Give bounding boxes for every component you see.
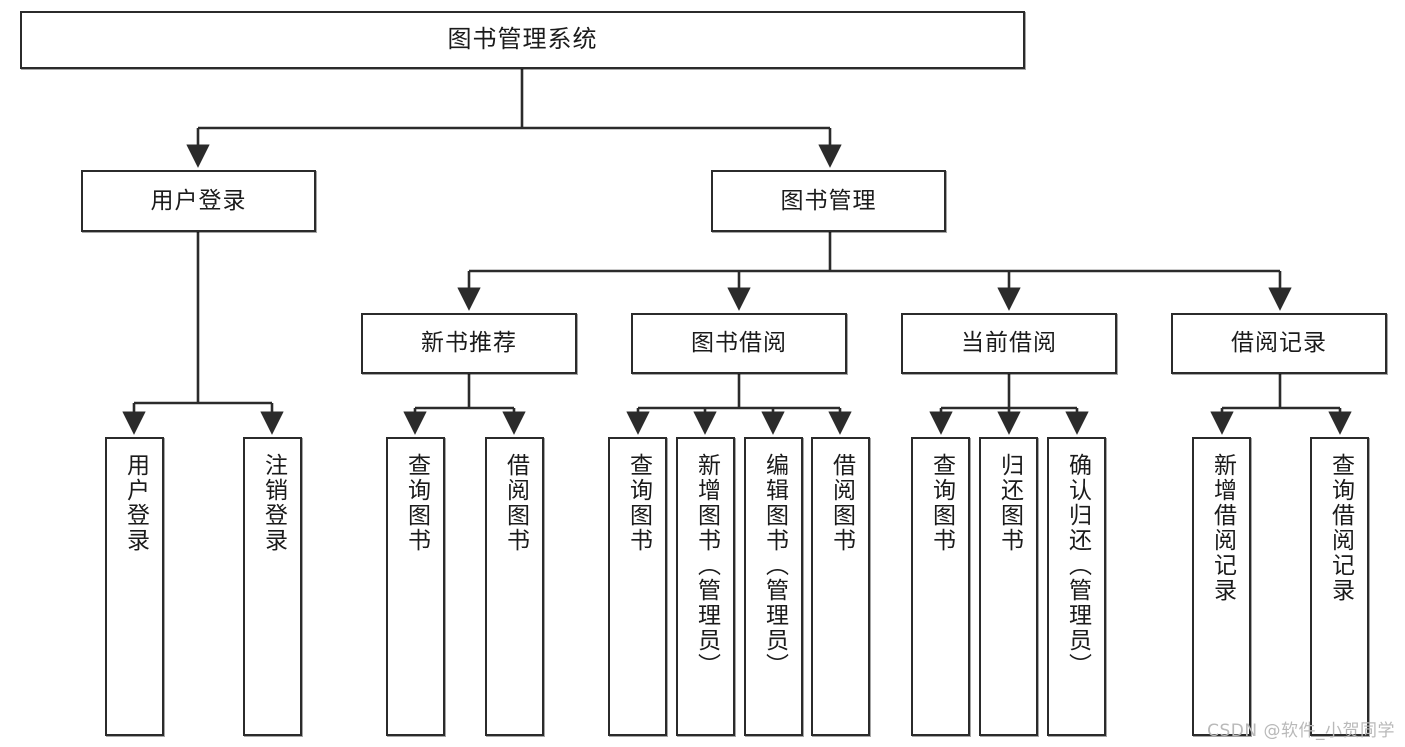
leaf-user-login-login[interactable]: 用户登录: [105, 437, 164, 736]
node-label: 查询图书: [403, 453, 430, 553]
node-label: 新增借阅记录: [1209, 453, 1236, 603]
leaf-borrow-borrow-book[interactable]: 借阅图书: [811, 437, 870, 736]
node-book-borrow[interactable]: 图书借阅: [631, 313, 847, 374]
node-label: 查询借阅记录: [1327, 453, 1354, 603]
node-label: 归还图书: [996, 453, 1023, 553]
leaf-new-book-query[interactable]: 查询图书: [386, 437, 445, 736]
node-user-login[interactable]: 用户登录: [81, 170, 316, 232]
leaf-record-add[interactable]: 新增借阅记录: [1192, 437, 1251, 736]
node-label: 借阅图书: [828, 453, 855, 553]
leaf-current-query-book[interactable]: 查询图书: [911, 437, 970, 736]
node-label: 用户登录: [150, 187, 247, 214]
node-label: 当前借阅: [961, 330, 1057, 357]
node-book-management[interactable]: 图书管理: [711, 170, 946, 232]
leaf-user-login-logout[interactable]: 注销登录: [243, 437, 302, 736]
leaf-borrow-add-book[interactable]: 新增图书（管理员）: [676, 437, 735, 736]
leaf-current-return-book[interactable]: 归还图书: [979, 437, 1038, 736]
leaf-current-confirm-return[interactable]: 确认归还（管理员）: [1047, 437, 1106, 736]
node-label: 新增图书（管理员）: [693, 453, 720, 678]
node-label: 查询图书: [625, 453, 652, 553]
node-borrow-record[interactable]: 借阅记录: [1171, 313, 1387, 374]
node-label: 编辑图书（管理员）: [761, 453, 788, 678]
leaf-borrow-edit-book[interactable]: 编辑图书（管理员）: [744, 437, 803, 736]
node-label: 新书推荐: [421, 330, 517, 357]
leaf-borrow-query-book[interactable]: 查询图书: [608, 437, 667, 736]
node-label: 确认归还（管理员）: [1064, 453, 1091, 678]
node-new-book-recommend[interactable]: 新书推荐: [361, 313, 577, 374]
node-root-system[interactable]: 图书管理系统: [20, 11, 1025, 69]
node-label: 注销登录: [260, 453, 287, 553]
node-label: 用户登录: [122, 453, 149, 553]
node-label: 借阅记录: [1231, 330, 1327, 357]
node-label: 查询图书: [928, 453, 955, 553]
node-label: 借阅图书: [502, 453, 529, 553]
leaf-record-query[interactable]: 查询借阅记录: [1310, 437, 1369, 736]
node-label: 图书管理: [780, 187, 877, 214]
node-label: 图书管理系统: [447, 25, 598, 54]
node-label: 图书借阅: [691, 330, 787, 357]
node-current-borrow[interactable]: 当前借阅: [901, 313, 1117, 374]
leaf-new-book-borrow[interactable]: 借阅图书: [485, 437, 544, 736]
